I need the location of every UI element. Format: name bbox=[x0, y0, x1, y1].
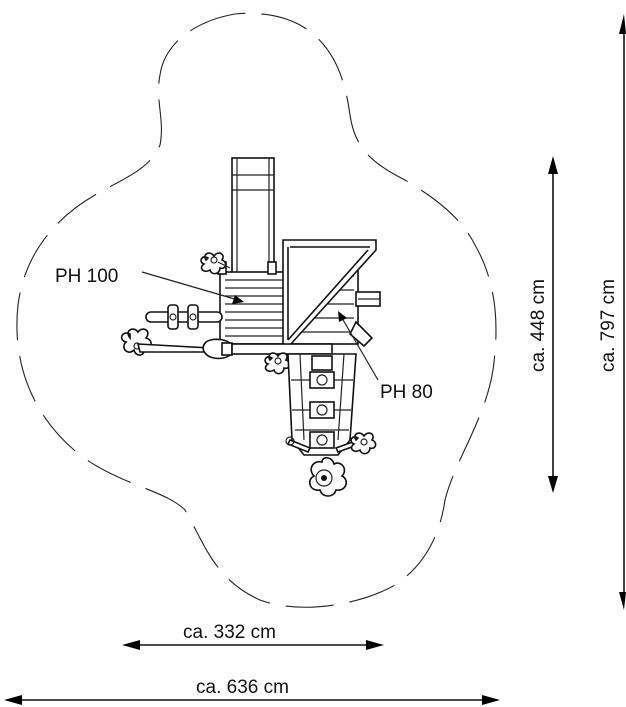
label-ph80: PH 80 bbox=[380, 382, 433, 403]
flower-left bbox=[120, 328, 234, 360]
dimension-depth-equipment bbox=[548, 156, 558, 493]
platform-leaders bbox=[141, 271, 379, 381]
left-bar-attachment bbox=[145, 304, 223, 330]
dimension-width-equipment bbox=[122, 640, 384, 650]
flower-bottom bbox=[285, 432, 377, 497]
label-width-total: ca. 636 cm bbox=[196, 677, 289, 698]
label-width-equipment: ca. 332 cm bbox=[183, 622, 276, 643]
slide-north bbox=[231, 157, 275, 279]
flower-top bbox=[200, 252, 231, 275]
tower-ph80 bbox=[282, 239, 381, 348]
label-ph100: PH 100 bbox=[55, 266, 118, 287]
safety-zone-outline bbox=[16, 12, 497, 608]
label-depth-equipment: ca. 448 cm bbox=[528, 279, 549, 372]
label-depth-total: ca. 797 cm bbox=[598, 279, 619, 372]
dimension-depth-total bbox=[619, 14, 626, 610]
tower-ph100 bbox=[217, 261, 291, 345]
tower-base-connector bbox=[231, 343, 333, 375]
crawl-tunnel-south bbox=[287, 353, 357, 456]
playground-equipment bbox=[120, 157, 381, 497]
dimension-width-total bbox=[4, 695, 500, 705]
